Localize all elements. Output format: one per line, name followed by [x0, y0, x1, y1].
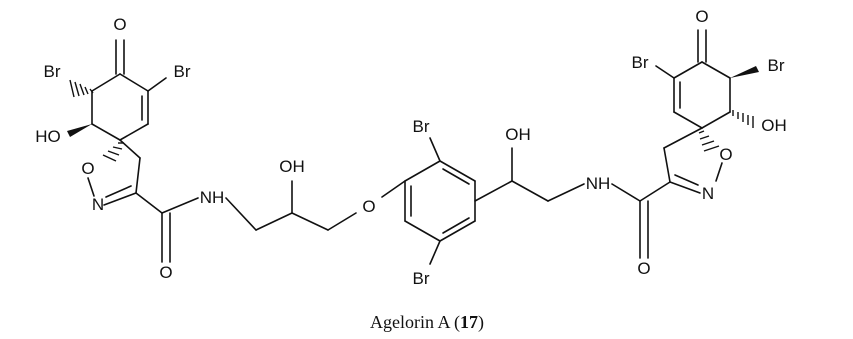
right-hydroxyl: OH	[761, 116, 787, 135]
left-amide-o: O	[159, 263, 172, 282]
right-ring-o: O	[719, 145, 732, 164]
left-linker: NH OH O	[200, 157, 406, 231]
left-spiro-unit: O Br Br HO O N O	[35, 15, 199, 282]
central-aryl-ring: Br Br	[404, 117, 513, 288]
left-br-alkene: Br	[174, 62, 191, 81]
wedge-bond	[730, 66, 759, 78]
hashed-bond	[698, 130, 720, 152]
right-spiro-unit: O N O O Br Br OH	[632, 7, 787, 278]
hashed-bond	[732, 110, 754, 128]
left-br-hashed: Br	[44, 62, 61, 81]
hashed-bond	[102, 142, 124, 162]
right-ketone-o: O	[695, 7, 708, 26]
left-ring-n: N	[92, 195, 104, 214]
aryl-br-top: Br	[413, 117, 430, 136]
linker-hydroxyl: OH	[279, 157, 305, 176]
left-ketone-o: O	[113, 15, 126, 34]
ether-o: O	[362, 197, 375, 216]
right-amide-o: O	[637, 259, 650, 278]
right-br-alkene: Br	[632, 53, 649, 72]
right-linker: OH NH	[505, 125, 641, 202]
caption-number: 17	[460, 312, 478, 332]
right-amide-nh: NH	[586, 174, 611, 193]
right-ring-n: N	[702, 184, 714, 203]
hashed-bond	[69, 79, 94, 98]
left-amide-nh: NH	[200, 188, 225, 207]
caption-close: )	[478, 312, 484, 333]
left-hydroxyl: HO	[35, 127, 61, 146]
compound-caption: Agelorin A (17)	[370, 312, 484, 333]
caption-name: Agelorin A (	[370, 312, 460, 333]
aryl-br-bottom: Br	[413, 269, 430, 288]
benzylic-hydroxyl: OH	[505, 125, 531, 144]
right-br-wedge: Br	[768, 56, 785, 75]
wedge-bond	[67, 124, 92, 137]
left-ring-o: O	[81, 159, 94, 178]
